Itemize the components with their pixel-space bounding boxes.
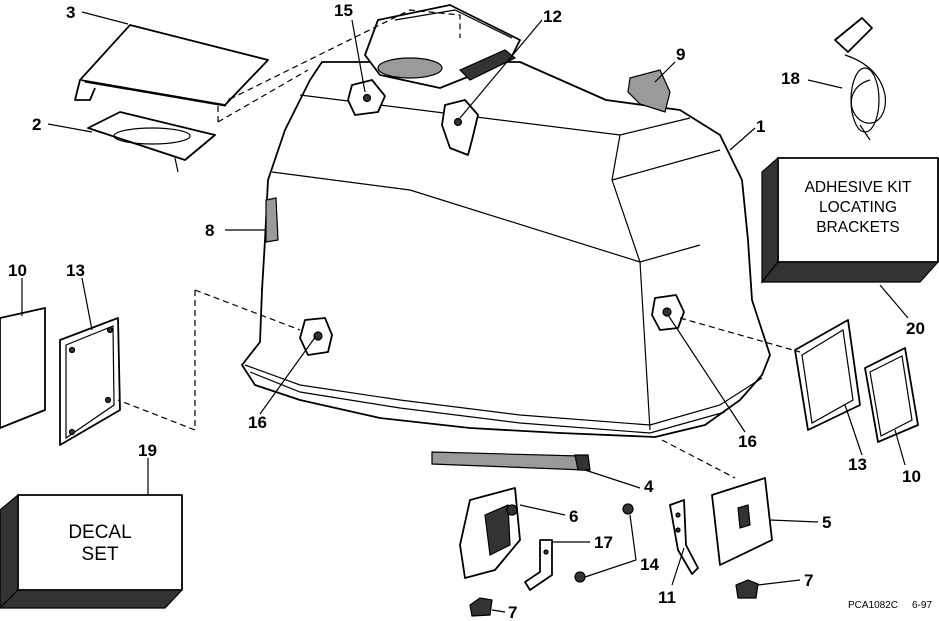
callout-7-left: 7: [508, 603, 517, 621]
leader-lines: [21, 11, 909, 613]
adhesive-kit-box: [760, 156, 939, 284]
callout-16-left: 16: [248, 413, 267, 432]
callout-9: 9: [676, 45, 685, 64]
seal-strip: [431, 451, 591, 471]
bracket-11: [669, 499, 699, 575]
callout-14: 14: [640, 555, 659, 574]
leader-dash-right: [679, 317, 801, 353]
window-frame-left: [59, 317, 121, 446]
adhesive-box-line2: LOCATING: [819, 199, 897, 216]
callout-8: 8: [205, 221, 214, 240]
window-decal-left: [0, 307, 46, 429]
callout-19: 19: [138, 441, 157, 460]
callout-5: 5: [822, 513, 831, 532]
callout-4: 4: [644, 477, 654, 496]
screw-14: [574, 503, 634, 583]
date-code: 6-97: [912, 600, 932, 611]
cover-plate: [711, 477, 773, 566]
locating-bracket-16-right: [651, 294, 685, 331]
callout-12: 12: [543, 7, 562, 26]
callout-7-right: 7: [804, 571, 813, 590]
callout-15: 15: [334, 1, 353, 20]
callout-13-left: 13: [66, 261, 85, 280]
decal-box-line1: DECAL: [68, 522, 131, 543]
leader-dash-left: [117, 289, 301, 431]
window-frame-right: [794, 319, 861, 431]
adhesive-box-line1: ADHESIVE KIT: [805, 179, 912, 196]
callout-10-left: 10: [8, 261, 27, 280]
decal-box-line2: SET: [82, 544, 119, 565]
callout-13-right: 13: [848, 455, 867, 474]
callout-16-right: 16: [738, 432, 757, 451]
grommet-7-left: [469, 597, 493, 617]
locating-bracket-15: [347, 79, 386, 116]
wire-harness: [834, 17, 887, 141]
grommet-7-right: [735, 579, 759, 599]
callout-3: 3: [66, 3, 75, 22]
callout-2: 2: [32, 115, 41, 134]
window-decal-right: [864, 347, 919, 443]
callout-6: 6: [569, 507, 578, 526]
decal-set-box: [0, 493, 184, 609]
clip-17: [524, 539, 553, 591]
drawing-code: PCA1082C: [848, 600, 898, 611]
intake-seal: [87, 111, 216, 173]
engine-cover: [217, 4, 771, 438]
callout-11: 11: [658, 588, 676, 607]
callout-20: 20: [906, 319, 925, 338]
latch-bracket: [459, 487, 521, 579]
adhesive-box-line3: BRACKETS: [816, 219, 900, 236]
leader-dash-bottom: [661, 439, 736, 479]
callout-17: 17: [594, 533, 613, 552]
locating-bracket-12: [441, 99, 479, 156]
callout-10-right: 10: [902, 467, 921, 486]
callout-18: 18: [781, 69, 800, 88]
intake-cover: [74, 24, 269, 107]
callout-1: 1: [756, 117, 765, 136]
